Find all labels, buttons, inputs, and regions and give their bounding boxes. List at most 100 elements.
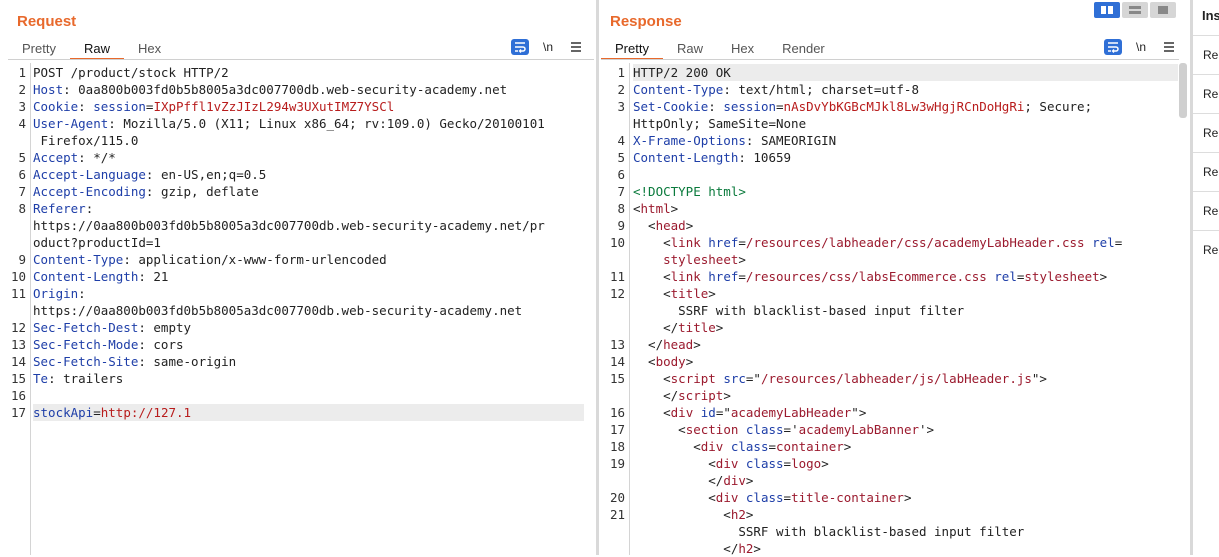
- code-token: >: [843, 439, 852, 454]
- line-number: 11: [609, 269, 625, 284]
- line-number: 18: [609, 439, 625, 454]
- code-token: Sec-Fetch-Site: [33, 354, 139, 369]
- request-tab-pretty[interactable]: Pretty: [22, 41, 56, 56]
- inspector-section[interactable]: Re: [1193, 35, 1219, 73]
- code-token: : same-origin: [138, 354, 237, 369]
- response-tab-pretty[interactable]: Pretty: [601, 40, 663, 60]
- code-token: : 0aa800b003fd0b5b8005a3dc007700db.web-s…: [63, 82, 508, 97]
- response-menu-button[interactable]: [1161, 38, 1177, 56]
- code-token: :: [78, 286, 86, 301]
- code-token: stockApi: [33, 405, 94, 420]
- line-number: 13: [609, 337, 625, 352]
- inspector-section[interactable]: Re: [1193, 152, 1219, 190]
- code-line: Sec-Fetch-Dest: empty: [33, 319, 584, 336]
- code-line: oduct?productId=1: [33, 234, 584, 251]
- code-token: </: [633, 337, 664, 352]
- code-token: IXpPffl1vZzJIzL294w3UXutIMZ7YSCl: [153, 99, 395, 114]
- response-wrap-toggle[interactable]: [1104, 38, 1122, 56]
- code-token: <: [633, 439, 701, 454]
- inspector-section[interactable]: Re: [1193, 113, 1219, 151]
- request-newline-toggle[interactable]: \n: [540, 38, 556, 56]
- code-line: Accept-Language: en-US,en;q=0.5: [33, 166, 584, 183]
- code-token: >: [723, 388, 731, 403]
- code-token: =: [1016, 269, 1025, 284]
- code-token: : application/x-www-form-urlencoded: [123, 252, 387, 267]
- code-token: https://0aa800b003fd0b5b8005a3dc007700db…: [33, 218, 545, 233]
- code-token: Sec-Fetch-Mode: [33, 337, 139, 352]
- code-token: div: [715, 456, 739, 471]
- code-token: >: [693, 337, 701, 352]
- code-line: Origin:: [33, 285, 584, 302]
- code-token: Content-Length: [633, 150, 739, 165]
- code-token: Content-Length: [33, 269, 139, 284]
- request-tab-raw[interactable]: Raw: [69, 40, 124, 60]
- code-token: [1085, 235, 1093, 250]
- response-newline-toggle[interactable]: \n: [1133, 38, 1149, 56]
- code-line: Content-Length: 10659: [633, 149, 1178, 166]
- code-token: div: [723, 473, 746, 488]
- code-line: <div class=title-container>: [633, 489, 1178, 506]
- code-token: session: [93, 99, 146, 114]
- code-token: title: [678, 320, 716, 335]
- inspector-section[interactable]: Re: [1193, 191, 1219, 229]
- layout-side-by-side-button[interactable]: [1094, 2, 1120, 18]
- code-token: stylesheet: [663, 252, 739, 267]
- line-number: 6: [617, 167, 625, 182]
- code-line: [33, 387, 584, 404]
- inspector-section[interactable]: Re: [1193, 230, 1219, 268]
- line-number: 21: [609, 507, 625, 522]
- line-number: 8: [18, 201, 26, 216]
- code-token: >: [685, 354, 694, 369]
- response-tab-hex[interactable]: Hex: [730, 41, 755, 56]
- code-line: Host: 0aa800b003fd0b5b8005a3dc007700db.w…: [33, 81, 584, 98]
- code-token: ">: [851, 405, 867, 420]
- code-token: >: [753, 541, 761, 556]
- code-token: stylesheet: [1024, 269, 1100, 284]
- code-line: <html>: [633, 200, 1178, 217]
- code-token: Cookie: [33, 99, 79, 114]
- code-token: =': [783, 422, 799, 437]
- response-tab-render[interactable]: Render: [782, 41, 825, 56]
- response-scrollbar[interactable]: [1179, 63, 1187, 118]
- wrap-lines-icon: [511, 39, 529, 55]
- line-number: 13: [10, 337, 26, 352]
- request-menu-button[interactable]: [568, 38, 584, 56]
- code-token: >: [821, 456, 829, 471]
- inspector-splitter[interactable]: [1190, 0, 1193, 555]
- pane-splitter[interactable]: [596, 0, 599, 555]
- layout-single-button[interactable]: [1150, 2, 1176, 18]
- code-token: : text/html; charset=utf-8: [723, 82, 919, 97]
- code-token: [693, 405, 701, 420]
- request-wrap-toggle[interactable]: [511, 38, 529, 56]
- inspector-section[interactable]: Re: [1193, 74, 1219, 112]
- code-line: SSRF with blacklist-based input filter: [633, 523, 1178, 540]
- code-token: h2: [730, 507, 746, 522]
- line-number: 16: [609, 405, 625, 420]
- code-token: /resources/labheader/js/labHeader.js: [760, 371, 1032, 386]
- line-number: 7: [18, 184, 26, 199]
- line-number: 1: [18, 65, 26, 80]
- line-number: 17: [10, 405, 26, 420]
- code-token: =: [93, 405, 101, 420]
- code-token: <: [633, 218, 656, 233]
- code-line: <body>: [633, 353, 1178, 370]
- line-number: 15: [609, 371, 625, 386]
- code-line: Accept: */*: [33, 149, 584, 166]
- code-token: class: [745, 490, 784, 505]
- code-token: : Mozilla/5.0 (X11; Linux x86_64; rv:109…: [108, 116, 545, 131]
- request-tab-hex[interactable]: Hex: [137, 41, 162, 56]
- code-line: https://0aa800b003fd0b5b8005a3dc007700db…: [33, 217, 584, 234]
- response-tab-raw[interactable]: Raw: [676, 41, 703, 56]
- code-token: <: [633, 422, 686, 437]
- code-token: Origin: [33, 286, 79, 301]
- layout-stacked-button[interactable]: [1122, 2, 1148, 18]
- code-token: [738, 456, 746, 471]
- code-token: <: [633, 507, 731, 522]
- code-token: rel: [994, 269, 1017, 284]
- code-line: <!DOCTYPE html>: [633, 183, 1178, 200]
- line-number: 12: [10, 320, 26, 335]
